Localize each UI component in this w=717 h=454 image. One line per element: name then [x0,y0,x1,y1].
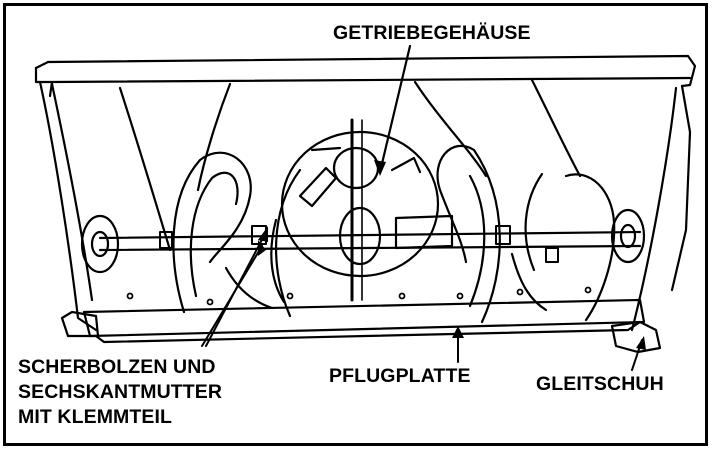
housing-right-side [630,86,678,332]
skid-shoe-right [610,320,662,354]
label-gearbox: GETRIEBEGEHÄUSE [333,22,531,44]
left-bearing [80,214,120,274]
auger-flight-left-2 [274,168,302,318]
label-skid-shoe: GLEITSCHUH [536,373,664,395]
housing-top-rim [34,54,697,88]
label-shear-bolt-line3: MIT KLEMMTEIL [18,406,173,428]
housing-left-side [38,80,98,332]
label-shear-bolt-line2: SECHSKANTMUTTER [18,381,223,403]
plow-plate [82,298,646,338]
auger-shaft [98,230,642,240]
label-plow-plate: PFLUGPLATTE [329,365,471,387]
auger-flight-left-1 [172,151,252,314]
gearbox-disk [280,130,440,278]
label-shear-bolt-line1: SCHERBOLZEN UND [18,356,216,378]
plate-holes [126,286,592,306]
auger-flight-right-2 [564,173,616,322]
leader-gearbox [378,44,412,174]
label-shear-bolt: SCHERBOLZEN UND SECHSKANTMUTTER MIT KLEM… [18,355,222,430]
figure-border [3,3,708,446]
skid-shoe-left [60,310,100,338]
right-bearing [610,208,646,264]
leader-shear-2 [201,245,263,347]
